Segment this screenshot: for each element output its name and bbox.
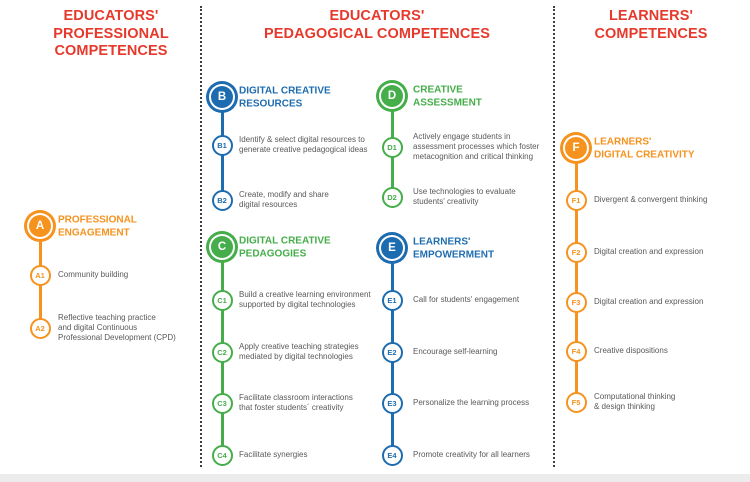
item-F5-label: Computational thinking & design thinking	[594, 392, 676, 411]
item-C2-label: Apply creative teaching strategies media…	[239, 342, 359, 361]
node-D-title: CREATIVE ASSESSMENT	[413, 84, 482, 109]
node-A-circle: A	[29, 215, 51, 237]
column-title-learners: LEARNERS' COMPETENCES	[594, 8, 708, 42]
bottom-crop-band	[0, 474, 750, 482]
item-D1-label: Actively engage students in assessment p…	[413, 132, 540, 161]
item-D1-circle: D1	[381, 136, 403, 158]
item-C3-label: Facilitate classroom interactions that f…	[239, 393, 353, 412]
column-divider-left	[200, 6, 202, 467]
item-E4-circle: E4	[381, 444, 403, 466]
node-B-title: DIGITAL CREATIVE RESOURCES	[239, 85, 331, 110]
item-A1-circle: A1	[29, 264, 51, 286]
item-F3-circle: F3	[565, 291, 587, 313]
item-F1-circle: F1	[565, 189, 587, 211]
item-B1-circle: B1	[211, 134, 233, 156]
node-C-title: DIGITAL CREATIVE PEDAGOGIES	[239, 235, 331, 260]
item-C1-label: Build a creative learning environment su…	[239, 290, 371, 309]
item-F2-circle: F2	[565, 241, 587, 263]
item-D2-circle: D2	[381, 186, 403, 208]
item-B2-circle: B2	[211, 189, 233, 211]
item-A2-label: Reflective teaching practice and digital…	[58, 313, 176, 342]
node-F-title: LEARNERS' DIGITAL CREATIVITY	[594, 136, 695, 161]
item-F4-circle: F4	[565, 340, 587, 362]
item-E3-circle: E3	[381, 392, 403, 414]
item-C4-circle: C4	[211, 444, 233, 466]
item-B2-label: Create, modify and share digital resourc…	[239, 190, 329, 209]
item-A1-label: Community building	[58, 270, 129, 279]
column-title-educators-pedagogical: EDUCATORS' PEDAGOGICAL COMPETENCES	[263, 8, 490, 42]
item-C4-label: Facilitate synergies	[239, 450, 308, 459]
column-divider-right	[553, 6, 555, 467]
track-F-line	[574, 148, 578, 402]
column-title-educators-professional: EDUCATORS' PROFESSIONAL COMPETENCES	[53, 8, 169, 59]
node-B-circle: B	[211, 86, 233, 108]
item-C1-circle: C1	[211, 289, 233, 311]
item-E1-label: Call for students' engagement	[413, 295, 520, 304]
node-D-circle: D	[381, 85, 403, 107]
item-F4-label: Creative dispositions	[594, 346, 668, 355]
item-D2-label: Use technologies to evaluate students' c…	[413, 187, 516, 206]
item-C3-circle: C3	[211, 392, 233, 414]
item-A2-circle: A2	[29, 317, 51, 339]
node-F-circle: F	[565, 137, 587, 159]
item-E3-label: Personalize the learning process	[413, 398, 530, 407]
item-E4-label: Promote creativity for all learners	[413, 450, 530, 459]
node-E-title: LEARNERS' EMPOWERMENT	[413, 236, 495, 261]
node-E-circle: E	[381, 237, 403, 259]
node-C-circle: C	[211, 236, 233, 258]
item-B1-label: Identify & select digital resources to g…	[239, 135, 368, 154]
item-F3-label: Digital creation and expression	[594, 297, 704, 306]
item-E2-label: Encourage self-learning	[413, 347, 498, 356]
item-F1-label: Divergent & convergent thinking	[594, 195, 708, 204]
item-E2-circle: E2	[381, 341, 403, 363]
node-A-title: PROFESSIONAL ENGAGEMENT	[58, 214, 137, 239]
item-F5-circle: F5	[565, 391, 587, 413]
item-C2-circle: C2	[211, 341, 233, 363]
item-E1-circle: E1	[381, 289, 403, 311]
item-F2-label: Digital creation and expression	[594, 247, 704, 256]
